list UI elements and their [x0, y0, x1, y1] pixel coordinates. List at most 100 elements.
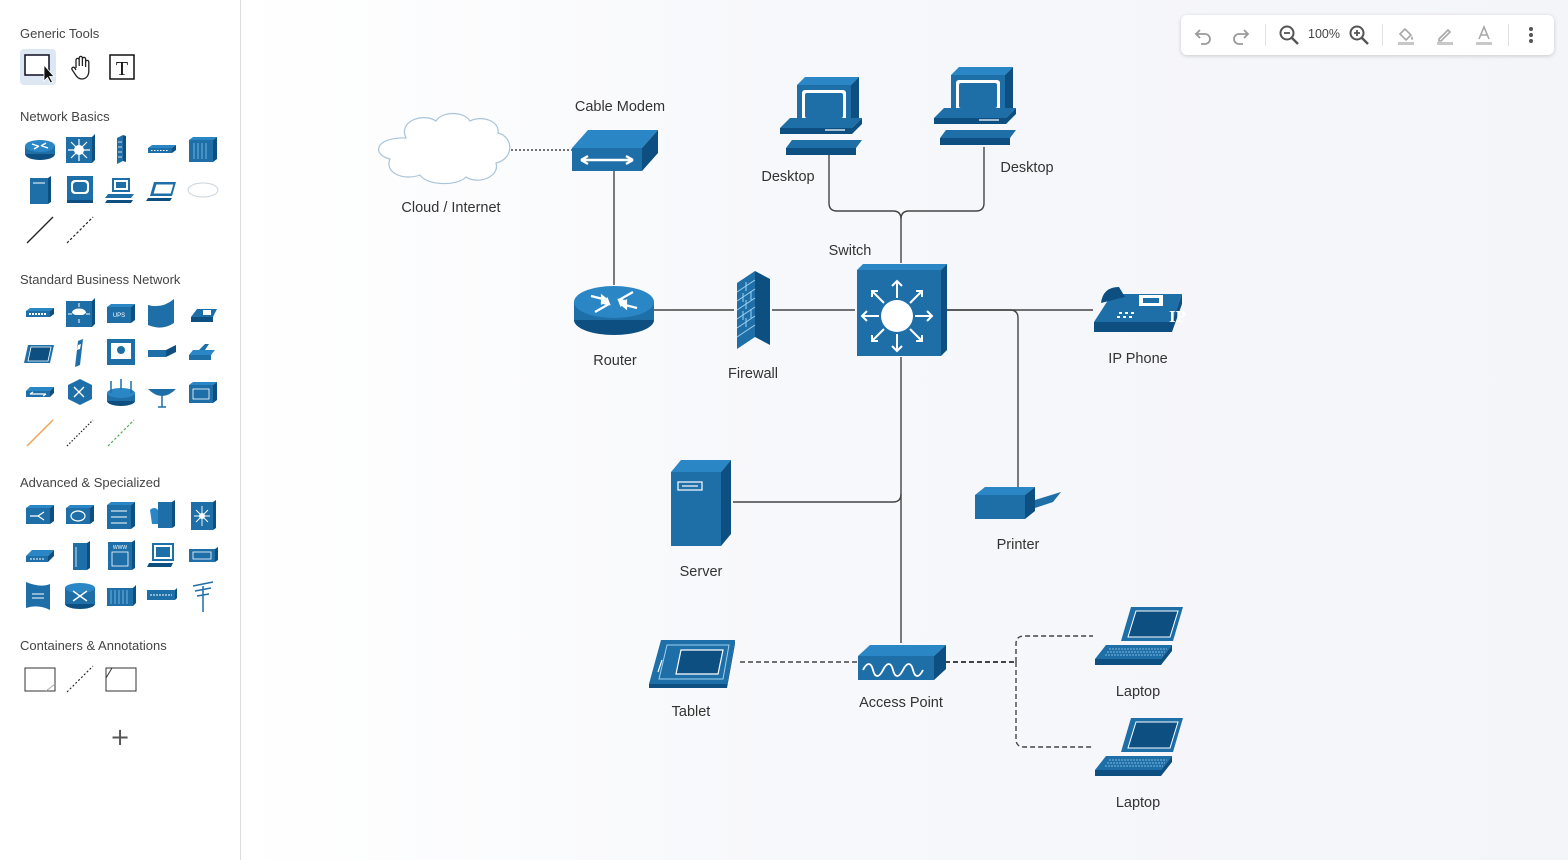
shape-switch[interactable]: [62, 132, 98, 168]
annotation-line-icon: [66, 665, 94, 693]
zoom-in-button[interactable]: [1345, 21, 1373, 49]
shape-laptop[interactable]: [144, 172, 180, 208]
ip-phone-node[interactable]: IP IP Phone: [1094, 287, 1186, 367]
canvas-toolbar: 100%: [1181, 15, 1554, 55]
laptop-1-node[interactable]: Laptop: [1095, 607, 1183, 700]
shape-content-engine[interactable]: [62, 498, 98, 534]
shape-mainframe[interactable]: [185, 132, 221, 168]
switch-node[interactable]: Switch: [829, 243, 947, 356]
cloud-node[interactable]: Cloud / Internet: [378, 112, 511, 217]
shape-monitor[interactable]: [144, 538, 180, 574]
orange-line-icon: [26, 419, 54, 447]
access-point-node[interactable]: Access Point: [858, 645, 946, 711]
shape-web-server[interactable]: WWW: [103, 538, 139, 574]
shape-patch-panel[interactable]: [103, 578, 139, 614]
redo-button[interactable]: [1227, 21, 1255, 49]
pan-tool[interactable]: [63, 49, 99, 85]
cable-modem-node[interactable]: Cable Modem: [572, 99, 665, 171]
shape-modem[interactable]: [22, 295, 58, 331]
shape-tablet[interactable]: [22, 335, 58, 371]
shape-transceiver[interactable]: [144, 335, 180, 371]
diagram-canvas[interactable]: Cloud / Internet Cable Modem Desktop: [241, 0, 1568, 860]
shape-load-balancer[interactable]: [22, 498, 58, 534]
shape-phone-switch[interactable]: [62, 295, 98, 331]
desktop-1-node[interactable]: Desktop: [761, 77, 862, 185]
laptop-1-label: Laptop: [1116, 684, 1160, 700]
router-icon: [25, 140, 55, 160]
cloud-label: Cloud / Internet: [401, 200, 500, 216]
shape-green-line[interactable]: [103, 415, 139, 451]
solid-line-icon: [26, 216, 54, 244]
shape-wall[interactable]: [144, 295, 180, 331]
shape-tower[interactable]: [62, 538, 98, 574]
undo-icon: [1194, 29, 1211, 45]
shape-terminal[interactable]: [62, 172, 98, 208]
tower-icon: [73, 541, 90, 570]
desktop1-switch-link[interactable]: [828, 155, 902, 263]
shape-ups[interactable]: UPS: [103, 295, 139, 331]
shape-cloud[interactable]: [185, 172, 221, 208]
monitor-icon: [147, 543, 174, 567]
shape-orange-line[interactable]: [22, 415, 58, 451]
add-shapes-button[interactable]: +: [109, 723, 131, 751]
zoom-level[interactable]: 100%: [1308, 27, 1340, 41]
fill-color-button[interactable]: [1392, 21, 1420, 49]
more-options-button[interactable]: [1517, 21, 1545, 49]
shape-storage[interactable]: [185, 375, 221, 411]
shape-atm-router[interactable]: [62, 578, 98, 614]
ap-laptop1-link[interactable]: [1015, 635, 1093, 662]
line-color-button[interactable]: [1431, 21, 1459, 49]
shape-line[interactable]: [22, 212, 58, 248]
shape-vpn-concentrator[interactable]: [22, 538, 58, 574]
layer3-switch-icon: [191, 500, 216, 530]
router-node[interactable]: Router: [574, 286, 654, 369]
shape-note[interactable]: [22, 661, 58, 697]
shape-multilayer-switch[interactable]: [103, 498, 139, 534]
desktop-1-label: Desktop: [761, 169, 814, 185]
shape-dotted-line[interactable]: [62, 415, 98, 451]
select-tool[interactable]: [20, 49, 56, 85]
text-tool[interactable]: T: [104, 49, 140, 85]
shape-fax[interactable]: [185, 335, 221, 371]
shape-layer3-switch[interactable]: [185, 498, 221, 534]
shape-router[interactable]: [22, 132, 58, 168]
switch-printer-link[interactable]: [947, 309, 1019, 487]
desktop2-switch-link[interactable]: [900, 147, 985, 220]
shape-file-server[interactable]: [144, 498, 180, 534]
shape-directory-server[interactable]: [22, 578, 58, 614]
shape-cell-phone[interactable]: [62, 335, 98, 371]
undo-button[interactable]: [1189, 21, 1217, 49]
shape-video-terminal[interactable]: [103, 335, 139, 371]
shape-bridge[interactable]: [22, 375, 58, 411]
shape-atm-switch[interactable]: [62, 375, 98, 411]
firewall-node[interactable]: Firewall: [728, 271, 778, 382]
svg-text:WWW: WWW: [113, 545, 127, 551]
load-balancer-icon: [26, 505, 54, 524]
shape-appliance[interactable]: [185, 538, 221, 574]
shape-label-device[interactable]: [144, 578, 180, 614]
shape-ip-phone[interactable]: [185, 295, 221, 331]
ap-laptop2-link[interactable]: [1015, 662, 1093, 748]
wireless-router-icon: [107, 379, 135, 406]
switch-label: Switch: [829, 243, 872, 259]
font-color-button[interactable]: [1470, 21, 1498, 49]
shape-hub[interactable]: [144, 132, 180, 168]
shape-dashed-line[interactable]: [62, 212, 98, 248]
shape-pc-tower[interactable]: [22, 172, 58, 208]
shape-satellite-dish[interactable]: [144, 375, 180, 411]
zoom-out-button[interactable]: [1275, 21, 1303, 49]
desktop-2-node[interactable]: Desktop: [934, 67, 1054, 176]
tablet-node[interactable]: Tablet: [649, 640, 735, 720]
laptop-2-node[interactable]: Laptop: [1095, 718, 1183, 811]
server-node[interactable]: Server: [671, 460, 731, 580]
vpn-concentrator-icon: [26, 550, 54, 562]
shape-wireless-router[interactable]: [103, 375, 139, 411]
shape-antenna[interactable]: [185, 578, 221, 614]
shape-rack-server[interactable]: [103, 132, 139, 168]
printer-node[interactable]: Printer: [975, 487, 1061, 553]
shape-annotation-line[interactable]: [62, 661, 98, 697]
shape-workstation[interactable]: [103, 172, 139, 208]
file-server-icon: [150, 500, 175, 528]
shape-container[interactable]: [103, 661, 139, 697]
desktop-2-label: Desktop: [1000, 160, 1053, 176]
